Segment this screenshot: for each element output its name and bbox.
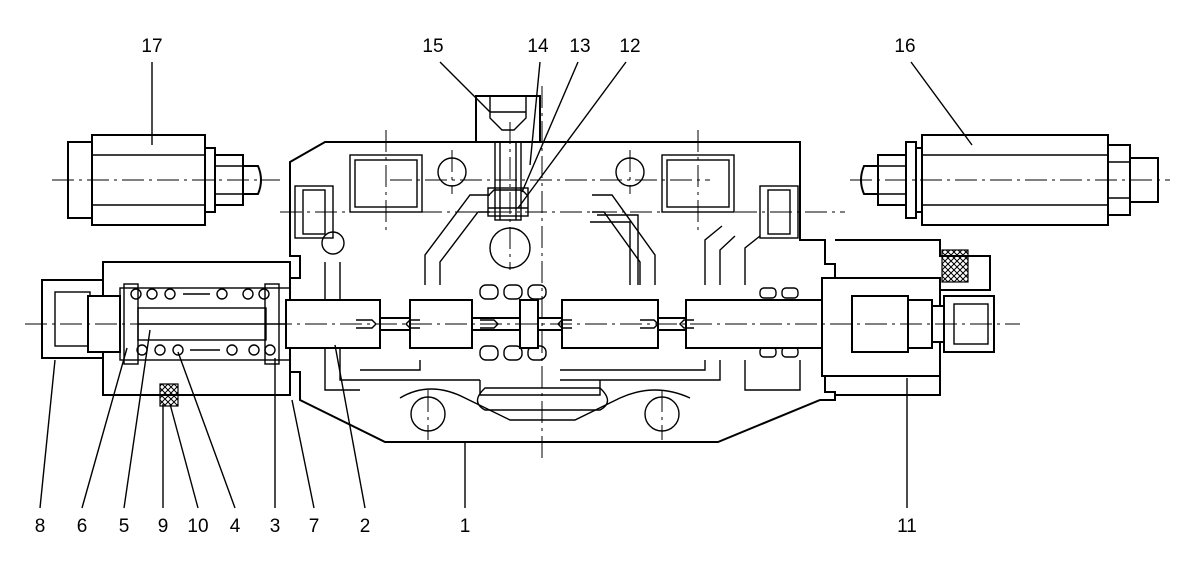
center-check-assembly [475, 95, 541, 269]
callout-3: 3 [270, 516, 281, 537]
callout-14: 14 [527, 36, 549, 57]
callout-4: 4 [230, 516, 241, 537]
left-spring-case [41, 261, 291, 407]
callout-15: 15 [422, 36, 443, 57]
callout-7: 7 [309, 516, 320, 537]
centerlines [25, 86, 1170, 462]
leader-lines [39, 61, 973, 509]
callout-labels: 17 15 14 13 12 16 8 6 5 9 10 4 3 7 2 1 1… [35, 36, 917, 537]
callout-5: 5 [119, 516, 130, 537]
callout-9: 9 [158, 516, 169, 537]
callout-8: 8 [35, 516, 46, 537]
valve-body [289, 141, 836, 443]
callout-1: 1 [460, 516, 471, 537]
callout-10: 10 [187, 516, 208, 537]
callout-17: 17 [141, 36, 162, 57]
callout-6: 6 [77, 516, 88, 537]
callout-16: 16 [894, 36, 915, 57]
callout-2: 2 [360, 516, 371, 537]
callout-13: 13 [569, 36, 590, 57]
right-cap [821, 239, 995, 396]
main-spool [285, 299, 823, 349]
callout-12: 12 [619, 36, 640, 57]
relief-valve-left [67, 134, 262, 226]
callout-11: 11 [897, 516, 917, 537]
